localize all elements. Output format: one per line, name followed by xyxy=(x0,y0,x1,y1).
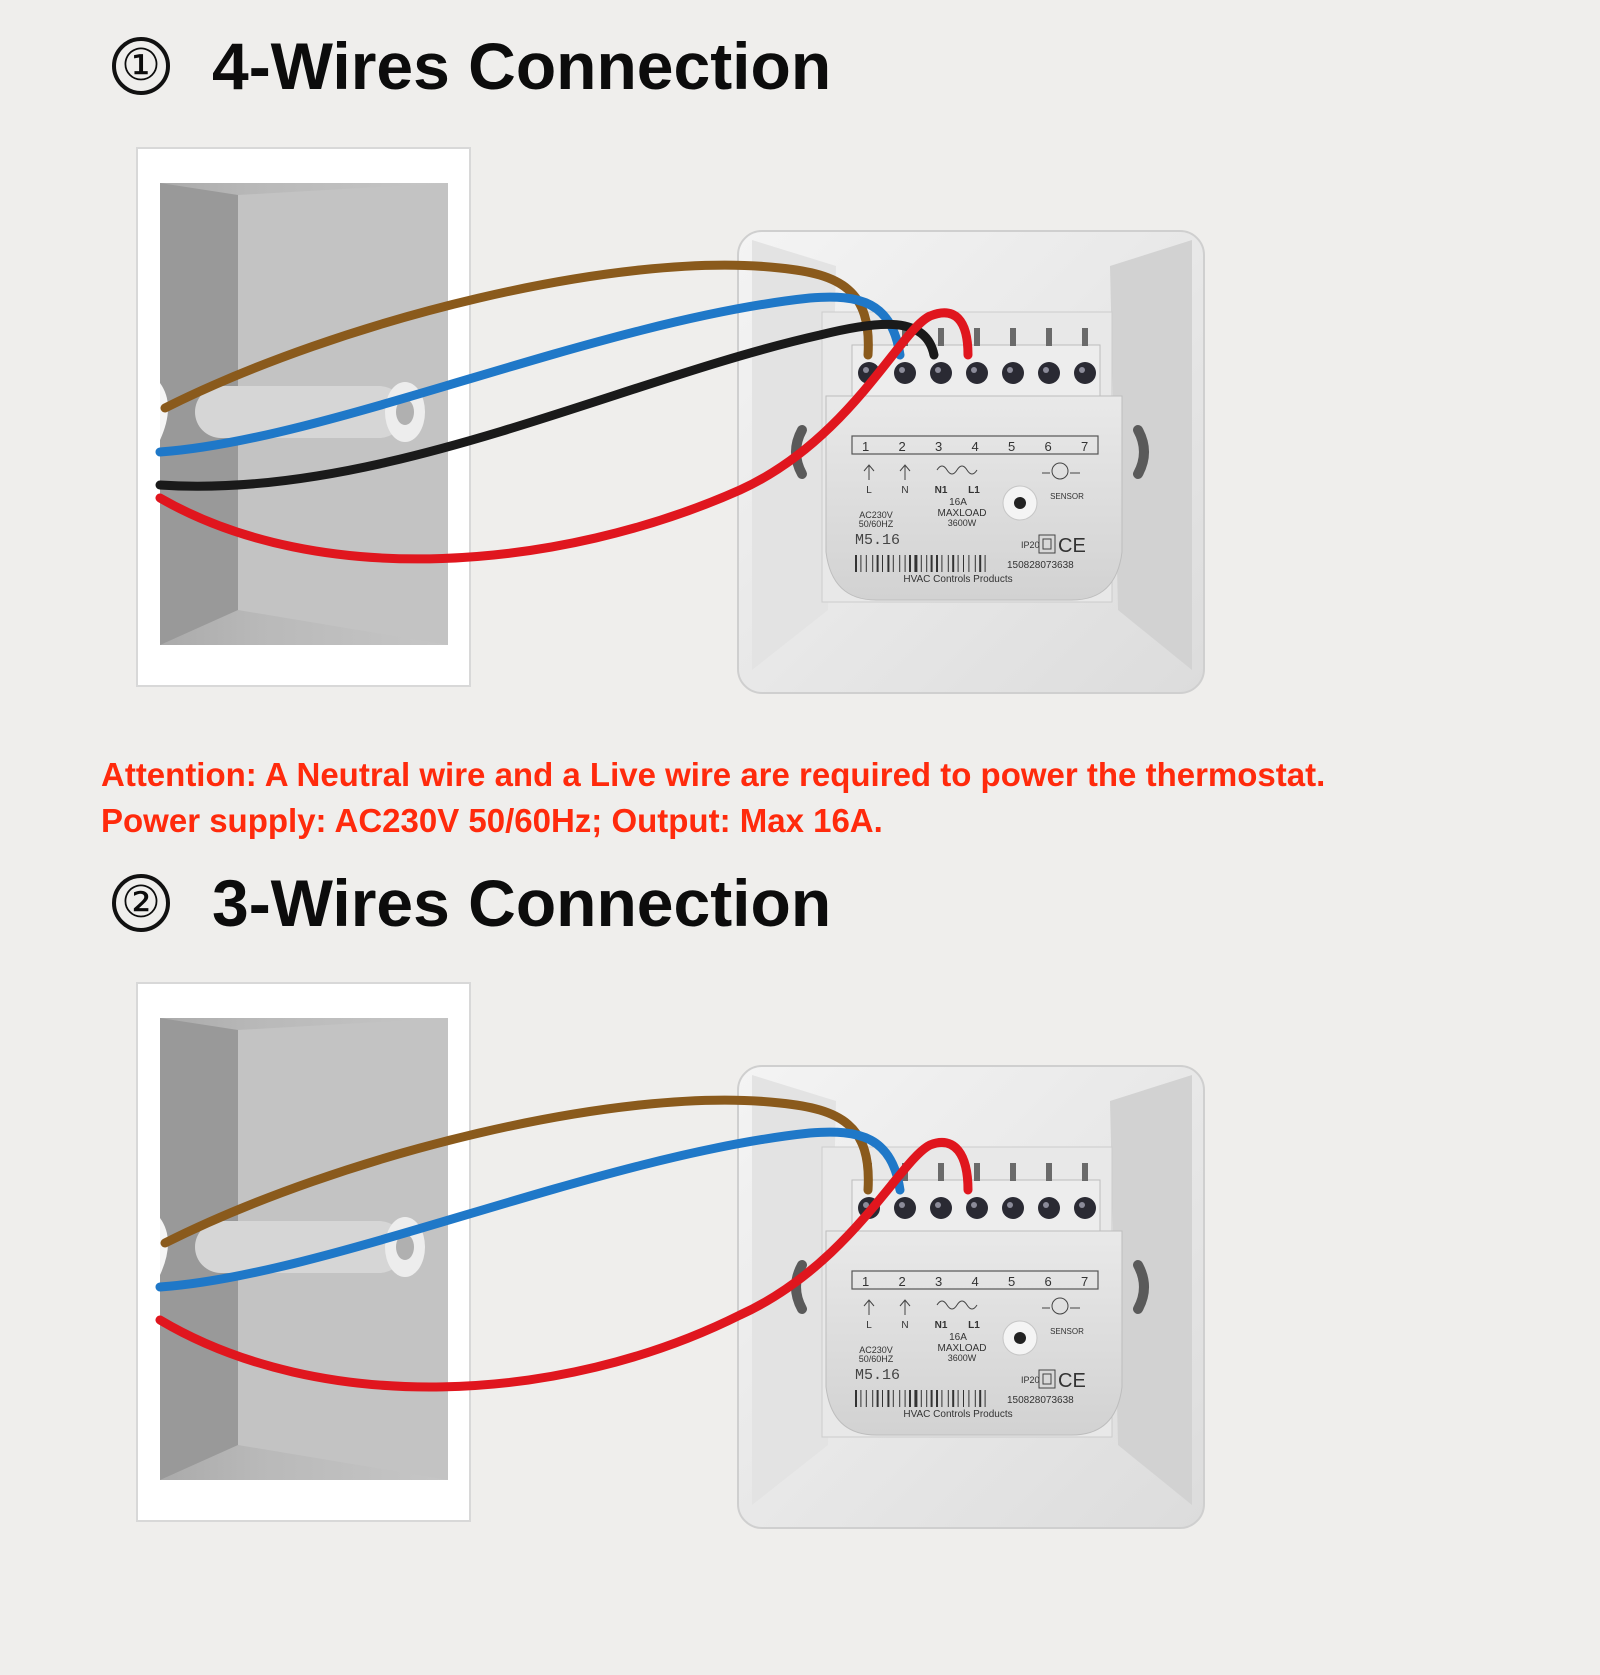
terminal-number: 3 xyxy=(935,439,942,454)
double-insulation-icon xyxy=(1038,1369,1056,1389)
wiring-illustration: 1 2 3 4 5 6 7 L N N1 L1 16A MAXLOAD 3600W SENS… xyxy=(136,147,1205,694)
terminal-number: 3 xyxy=(935,1274,942,1289)
blue-wire xyxy=(155,1127,905,1292)
label-watts: 3600W xyxy=(948,1353,977,1363)
section-2-title: ② 3-Wires Connection xyxy=(112,865,831,941)
wall-junction-box xyxy=(136,147,471,687)
terminal-number: 1 xyxy=(862,1274,869,1289)
terminal-number: 6 xyxy=(1045,1274,1052,1289)
thermostat-module: 1 2 3 4 5 6 7 L N N1 L1 16A MAXLOAD 3600W SENS… xyxy=(825,1230,1123,1436)
wiring-illustration: 1 2 3 4 5 6 7 L N N1 L1 16A MAXLOAD 3600W SENS… xyxy=(136,982,1205,1529)
section-2-title-text: 3-Wires Connection xyxy=(212,866,832,940)
label-n1: N1 xyxy=(935,485,948,496)
label-hz: 50/60HZ xyxy=(859,1354,894,1364)
label-l: L xyxy=(866,1320,872,1331)
label-ac: AC230V xyxy=(859,510,893,520)
terminal-number: 2 xyxy=(899,439,906,454)
label-model: M5.16 xyxy=(855,532,900,549)
terminal-screw xyxy=(1038,1197,1060,1219)
terminal-screw xyxy=(966,1197,988,1219)
terminal-number: 5 xyxy=(1008,439,1015,454)
terminal-screw xyxy=(1002,1197,1024,1219)
terminal-number: 5 xyxy=(1008,1274,1015,1289)
barcode xyxy=(855,555,986,572)
terminal-screw xyxy=(1074,362,1096,384)
wiring-diagram-4-wire: 1 2 3 4 5 6 7 L N N1 L1 16A MAXLOAD 3600W SENS… xyxy=(0,140,1600,840)
label-watts: 3600W xyxy=(948,518,977,528)
terminal-number: 4 xyxy=(972,1274,979,1289)
label-ac: AC230V xyxy=(859,1345,893,1355)
wires xyxy=(155,1095,973,1392)
label-n1: N1 xyxy=(935,1320,948,1331)
label-n: N xyxy=(901,485,908,496)
label-maker: HVAC Controls Products xyxy=(903,1409,1012,1420)
terminal-number: 2 xyxy=(899,1274,906,1289)
label-l1: L1 xyxy=(968,485,980,496)
double-insulation-icon xyxy=(1038,534,1056,554)
terminal-screw xyxy=(894,1197,916,1219)
terminal-number-strip xyxy=(851,435,1099,455)
attention-line-1: Attention: A Neutral wire and a Live wir… xyxy=(101,756,1326,793)
terminal-screw xyxy=(1038,362,1060,384)
terminal-symbols xyxy=(863,1297,1080,1315)
black-wire xyxy=(155,319,939,491)
label-sensor: SENSOR xyxy=(1050,1327,1084,1336)
terminal-number: 6 xyxy=(1045,439,1052,454)
label-maxload: MAXLOAD xyxy=(938,1343,987,1354)
cable-knockout xyxy=(195,386,405,438)
label-model: M5.16 xyxy=(855,1367,900,1384)
red-wire xyxy=(155,1137,973,1392)
label-n: N xyxy=(901,1320,908,1331)
terminal-screw xyxy=(1074,1197,1096,1219)
thermostat-module: 1 2 3 4 5 6 7 L N N1 L1 16A MAXLOAD 3600W SENS… xyxy=(825,395,1123,601)
label-sensor: SENSOR xyxy=(1050,492,1084,501)
label-ip: IP20 xyxy=(1021,1375,1040,1385)
terminal-number: 1 xyxy=(862,439,869,454)
cable-knockout xyxy=(195,1221,405,1273)
terminal-number: 4 xyxy=(972,439,979,454)
terminal-screw xyxy=(966,362,988,384)
label-serial: 150828073638 xyxy=(1007,560,1074,571)
label-l: L xyxy=(866,485,872,496)
terminal-number: 7 xyxy=(1081,439,1088,454)
terminal-screw xyxy=(930,1197,952,1219)
attention-line-2: Power supply: AC230V 50/60Hz; Output: Ma… xyxy=(101,802,883,839)
label-maxload: MAXLOAD xyxy=(938,508,987,519)
terminal-screw xyxy=(1002,362,1024,384)
blue-wire xyxy=(155,292,905,457)
red-wire xyxy=(155,308,973,564)
terminal-number: 7 xyxy=(1081,1274,1088,1289)
ce-mark-icon: CE xyxy=(1058,535,1086,557)
label-serial: 150828073638 xyxy=(1007,1395,1074,1406)
wall-junction-box xyxy=(136,982,471,1522)
section-2-number: ② xyxy=(112,874,170,932)
label-ip: IP20 xyxy=(1021,540,1040,550)
wires xyxy=(155,260,973,564)
section-1-title: ① 4-Wires Connection xyxy=(112,28,831,104)
section-1-number: ① xyxy=(112,37,170,95)
barcode xyxy=(855,1390,986,1407)
label-current: 16A xyxy=(949,497,967,508)
terminal-number-strip xyxy=(851,1270,1099,1290)
label-current: 16A xyxy=(949,1332,967,1343)
section-1-title-text: 4-Wires Connection xyxy=(212,29,832,103)
label-maker: HVAC Controls Products xyxy=(903,574,1012,585)
label-l1: L1 xyxy=(968,1320,980,1331)
brown-wire xyxy=(160,1095,873,1248)
terminal-symbols xyxy=(863,462,1080,480)
label-hz: 50/60HZ xyxy=(859,519,894,529)
ce-mark-icon: CE xyxy=(1058,1370,1086,1392)
attention-note: Attention: A Neutral wire and a Live wir… xyxy=(101,752,1541,844)
terminal-screw xyxy=(930,362,952,384)
wiring-diagram-3-wire: 1 2 3 4 5 6 7 L N N1 L1 16A MAXLOAD 3600W SENS… xyxy=(0,975,1600,1675)
terminal-screw xyxy=(894,362,916,384)
brown-wire xyxy=(160,260,873,413)
